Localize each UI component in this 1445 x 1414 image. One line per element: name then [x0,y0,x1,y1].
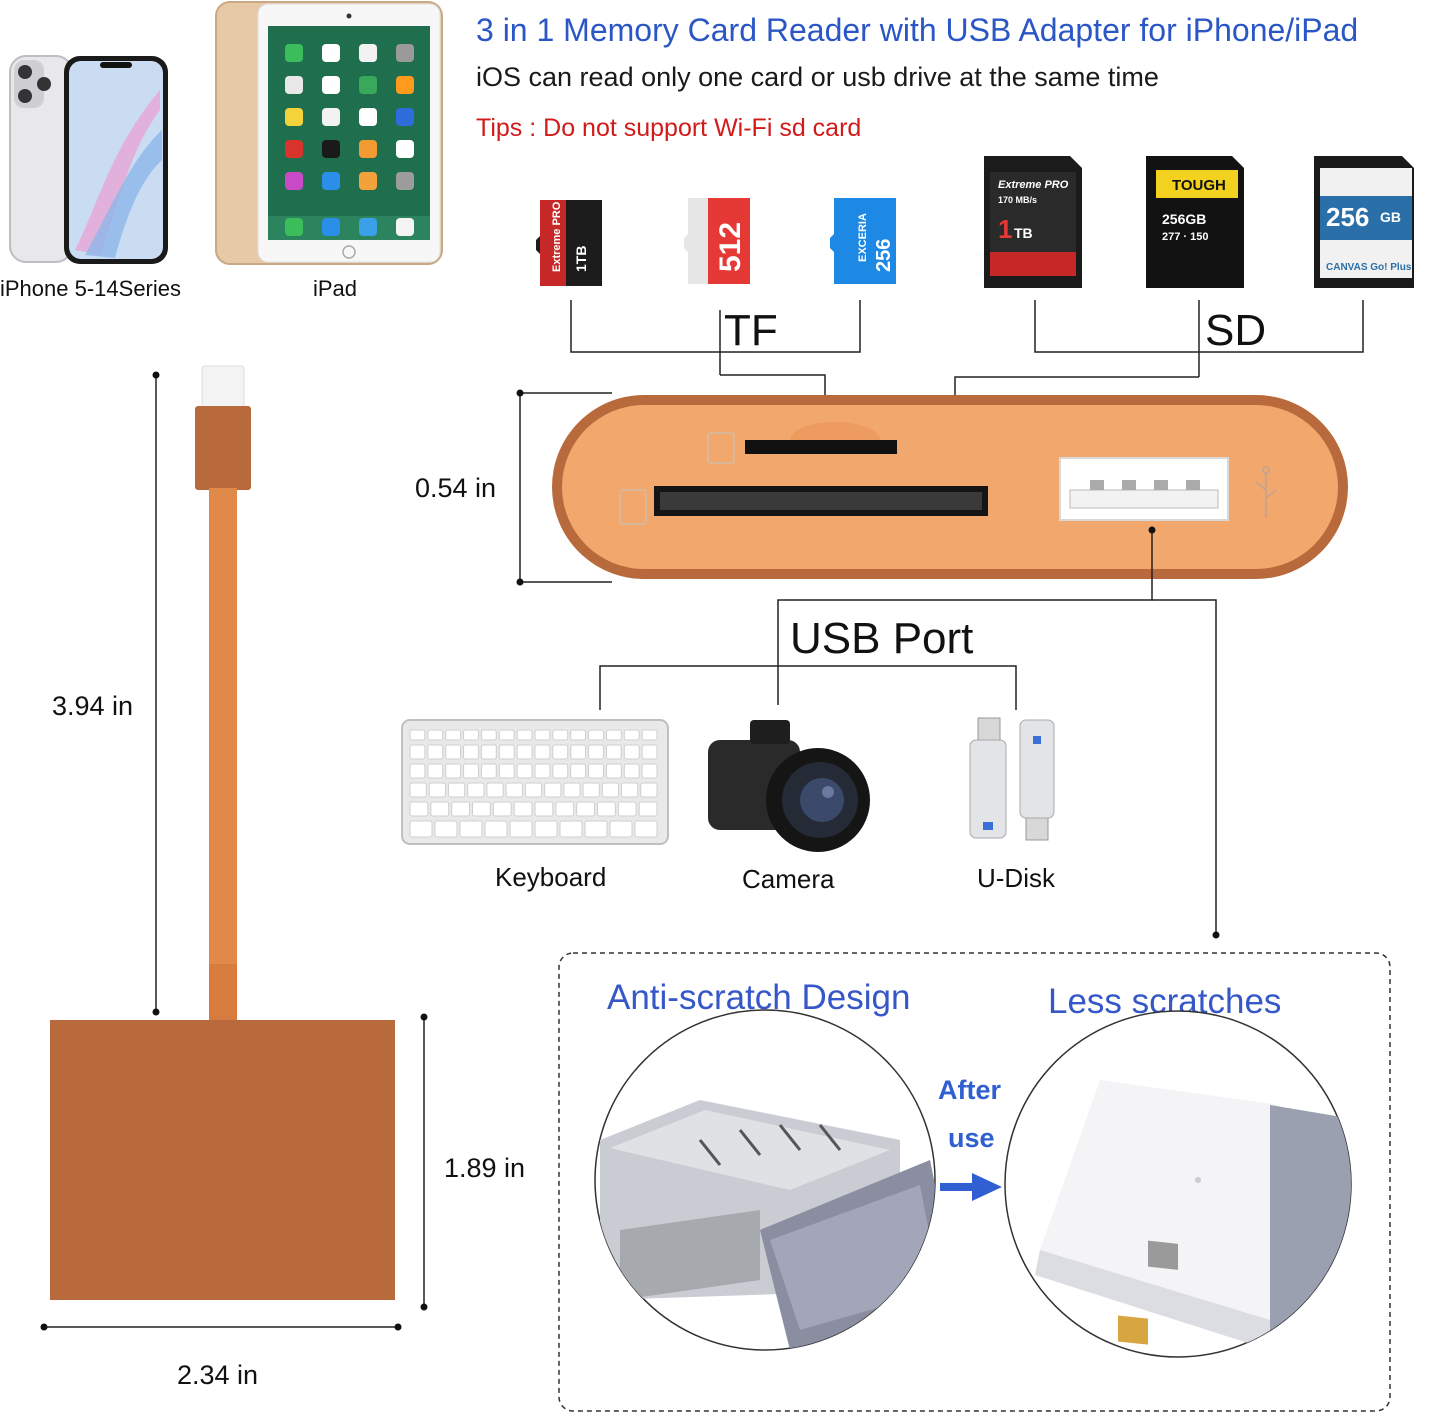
iphone-label: iPhone 5-14Series [0,276,182,301]
page-title: 3 in 1 Memory Card Reader with USB Adapt… [476,12,1359,48]
tf-label: TF [724,306,778,355]
svg-text:TOUGH: TOUGH [1172,177,1226,194]
keyboard-label: Keyboard [495,862,607,892]
tf-card-extreme-pro: Extreme PRO 1TB [536,200,602,286]
svg-text:1: 1 [998,214,1012,244]
usb-metal-connector-image [594,1009,936,1351]
cable-length-dimension: 3.94 in [52,691,134,721]
tips-note: Tips : Do not support Wi-Fi sd card [476,114,862,142]
antiscratch-panel [558,952,1391,1412]
page-subtitle: iOS can read only one card or usb drive … [476,62,1159,92]
svg-text:Extreme PRO: Extreme PRO [998,179,1069,191]
udisk-label: U-Disk [977,863,1055,893]
usb-symbol-icon [1255,466,1277,518]
usb-port-lines [599,530,1217,935]
svg-text:170 MB/s: 170 MB/s [998,195,1037,205]
svg-text:277 · 150: 277 · 150 [1162,231,1208,243]
usb-plastic-connector-image [1004,1010,1352,1358]
tf-card-exceria: EXCERIA 256 [830,198,896,284]
u-disk-image [969,717,1055,841]
tf-card-evo: 512 [684,198,750,284]
sd-label: SD [1205,306,1267,355]
camera-label: Camera [742,864,835,894]
reader-height-dimension: 0.54 in [415,473,497,503]
card-reader-front-view [552,395,1348,579]
sd-card-extreme-pro: Extreme PRO 170 MB/s 1 TB [984,156,1082,288]
svg-text:CANVAS Go! Plus: CANVAS Go! Plus [1326,262,1412,273]
adapter-dimension-lines [44,375,425,1328]
usb-port-label: USB Port [790,614,974,663]
ipad-label: iPad [313,276,358,301]
svg-text:512: 512 [714,222,747,272]
keyboard-image [401,719,669,845]
ipad-app-icons [285,44,414,236]
svg-text:1TB: 1TB [573,246,589,272]
iphone-image [9,55,168,264]
svg-text:256GB: 256GB [1162,211,1206,227]
body-height-dimension: 1.89 in [444,1153,526,1183]
svg-text:256: 256 [1326,202,1369,232]
body-width-dimension: 2.34 in [177,1360,259,1390]
after-use-arrow-icon [940,1173,1002,1201]
svg-text:EXCERIA: EXCERIA [857,213,869,262]
sd-card-canvas-go-plus: 256 GB CANVAS Go! Plus [1314,156,1414,288]
reader-height-dimension-line [519,392,612,583]
svg-text:TB: TB [1014,225,1033,241]
svg-text:256: 256 [873,239,895,272]
sd-card-tough: TOUGH 256GB 277 · 150 [1146,156,1244,288]
adapter-side-view [50,365,395,1300]
after-label: After [938,1075,1002,1105]
svg-text:Extreme PRO: Extreme PRO [551,201,563,272]
camera-image [708,720,870,852]
svg-text:GB: GB [1380,209,1401,225]
use-label: use [948,1123,995,1153]
